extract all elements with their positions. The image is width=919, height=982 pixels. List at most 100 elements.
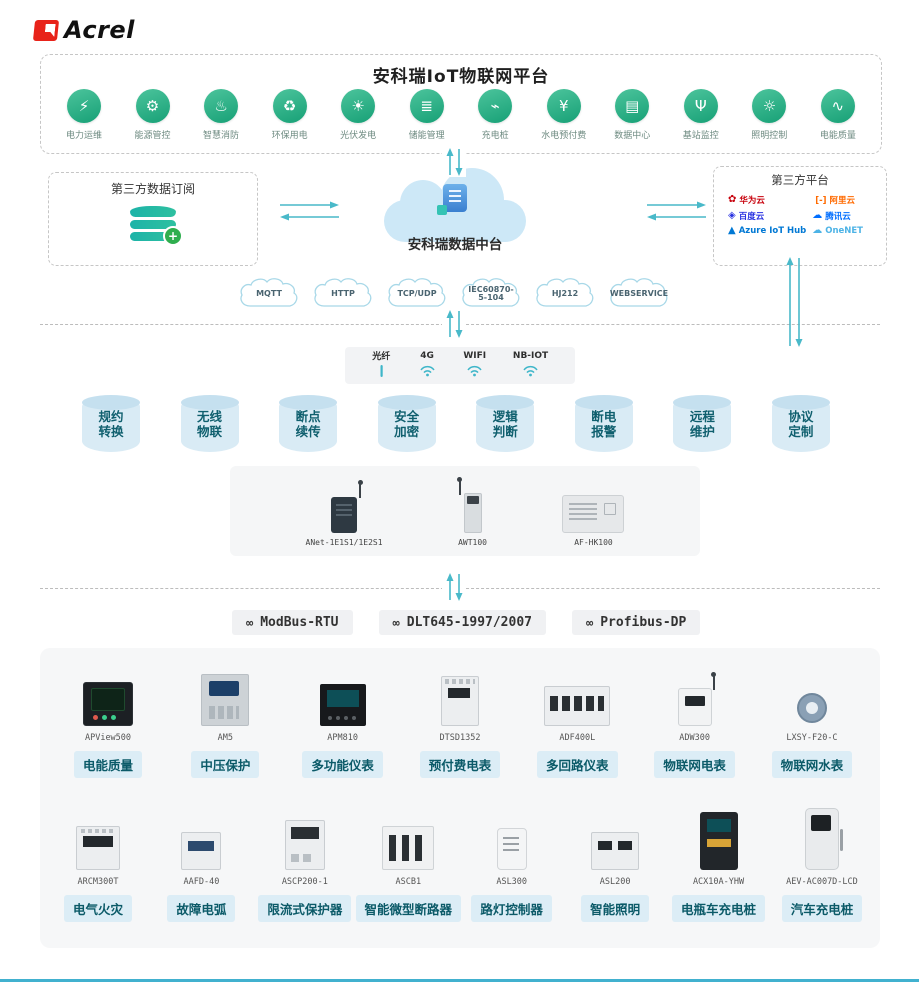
device-image-ADF400L: [544, 686, 611, 726]
protocol-cloud-0: MQTT: [236, 277, 302, 311]
capability-line1: 规约: [98, 409, 124, 424]
platform-app-eco-power: ♻ 环保用电: [259, 89, 321, 141]
brand-name: Acrel: [64, 16, 135, 44]
provider-name: 腾讯云: [825, 212, 851, 222]
protocol-cloud-label: HTTP: [331, 288, 355, 298]
device-category-chip: 智能照明: [581, 895, 650, 922]
device-model: ADF400L: [559, 733, 596, 743]
capability-line1: 断点: [295, 409, 321, 424]
capability-cylinder-3: 安全加密: [377, 395, 436, 452]
provider-name: 华为云: [739, 196, 765, 206]
data-center-glyph: ▤: [625, 96, 640, 115]
azure-iot-hub-icon: ▲: [728, 225, 736, 236]
gateway-AWT100: AWT100: [457, 477, 487, 547]
app-label: 环保用电: [271, 131, 308, 141]
capability-line2: 转换: [98, 424, 124, 439]
tencent-cloud-icon: ☁: [812, 210, 823, 221]
platform-app-ev-charging: ⌁充电桩: [464, 89, 526, 141]
protocol-badge-label: DLT645-1997/2007: [406, 615, 532, 630]
device-image-APView500: [83, 682, 133, 726]
protocol-cloud-2: TCP/UDP: [384, 277, 450, 311]
smart-fire-glyph: ♨: [214, 96, 228, 115]
device-model: ARCM300T: [77, 877, 119, 887]
eco-power-glyph: ♻: [282, 96, 297, 115]
app-label: 水电预付费: [541, 131, 587, 141]
device-category-chip: 预付费电表: [419, 751, 501, 778]
device-category-chip: 汽车充电桩: [781, 895, 863, 922]
device-image-AEV-AC007D-LCD: [804, 808, 843, 870]
cloud-outline-icon: [314, 278, 372, 307]
cloud-outline-icon: [462, 278, 520, 307]
app-label: 照明控制: [751, 131, 788, 141]
link-icon: ∞: [392, 615, 400, 630]
leftright-arrow-left: [280, 201, 339, 221]
device-model: ACX10A-YHW: [692, 877, 745, 887]
protocol-cloud-label: HJ212: [551, 288, 579, 298]
power-om-icon: ⚡: [67, 89, 101, 123]
capability-line2: 加密: [394, 424, 420, 439]
device-image-AAFD-40: [181, 832, 222, 870]
capability-cylinder-5: 断电报警: [574, 395, 633, 452]
field-protocol-badges: ∞ModBus-RTU∞DLT645-1997/2007∞Profibus-DP: [232, 610, 701, 635]
protocol-cloud-label: WEBSERVICE: [609, 288, 669, 298]
eco-power-icon: ♻: [272, 89, 307, 123]
gateway-model: AF-HK100: [574, 538, 613, 547]
platform-app-lighting-control: ☼ 照明控制: [738, 89, 800, 141]
device-image-DTSD1352: [440, 676, 479, 726]
device-category-chip: 中压保护: [191, 751, 260, 778]
protocol-badge-1: ∞ DLT645-1997/2007: [378, 610, 546, 635]
capability-cylinder-6: 远程维护: [673, 395, 732, 452]
connectivity-光纤: 光纤: [372, 349, 391, 382]
protocol-badge-0: ∞ModBus-RTU: [232, 610, 353, 635]
power-quality-glyph: ∿: [831, 96, 845, 115]
connectivity-label: 4G: [420, 350, 434, 361]
device-model: APView500: [84, 733, 132, 743]
acrel-flag-icon: [32, 19, 60, 41]
provider-onenet: ☁OneNET: [812, 226, 876, 237]
database-subscribe-icon: +: [130, 206, 183, 246]
capability-cylinder-1: 无线物联: [180, 395, 239, 452]
capability-line2: 判断: [492, 424, 518, 439]
app-label: 充电桩: [481, 131, 509, 141]
device-image-ARCM300T: [76, 826, 120, 870]
device-image-ASCP200-1: [284, 820, 325, 870]
device-model: ADW300: [679, 733, 710, 743]
lighting-control-icon: ☼: [752, 89, 787, 123]
data-hub-cloud: 安科瑞数据中台: [372, 168, 538, 253]
capability-cylinder-4: 逻辑判断: [476, 395, 535, 452]
energy-storage-icon: ≣: [409, 89, 444, 123]
device-category-chip: 限流式保护器: [258, 895, 352, 922]
antenna-icon: [457, 477, 463, 495]
device-model: AEV-AC007D-LCD: [786, 877, 858, 887]
device-model: ASCP200-1: [281, 877, 328, 887]
connectivity-nb-iot: NB-IOT: [513, 351, 548, 381]
protocol-cloud-3: IEC60870-5-104: [458, 277, 524, 311]
gateway-image-ANet-1E1S1/1E2S1: [331, 480, 363, 533]
protocol-cloud-label: MQTT: [256, 288, 282, 298]
solar-pv-icon: ☀: [341, 89, 376, 123]
connectivity-label: WIFI: [463, 350, 487, 361]
solar-pv-glyph: ☀: [351, 96, 365, 115]
plus-icon: +: [163, 226, 183, 246]
device-model: ASCB1: [395, 877, 422, 887]
provider-alibaba-cloud: [-] 阿里云: [812, 194, 876, 206]
platform-app-solar-pv: ☀光伏发电: [327, 89, 389, 141]
platform-app-energy-management: ⚙能源管控: [122, 89, 184, 141]
acrel-logo: Acrel: [32, 16, 135, 44]
energy-management-glyph: ⚙: [145, 96, 160, 115]
gateway-image-AF-HK100: [562, 495, 625, 533]
prepaid-utility-icon: ¥: [546, 89, 581, 123]
protocol-cloud-1: HTTP: [310, 277, 376, 311]
protocol-cloud-4: HJ212: [532, 277, 598, 311]
